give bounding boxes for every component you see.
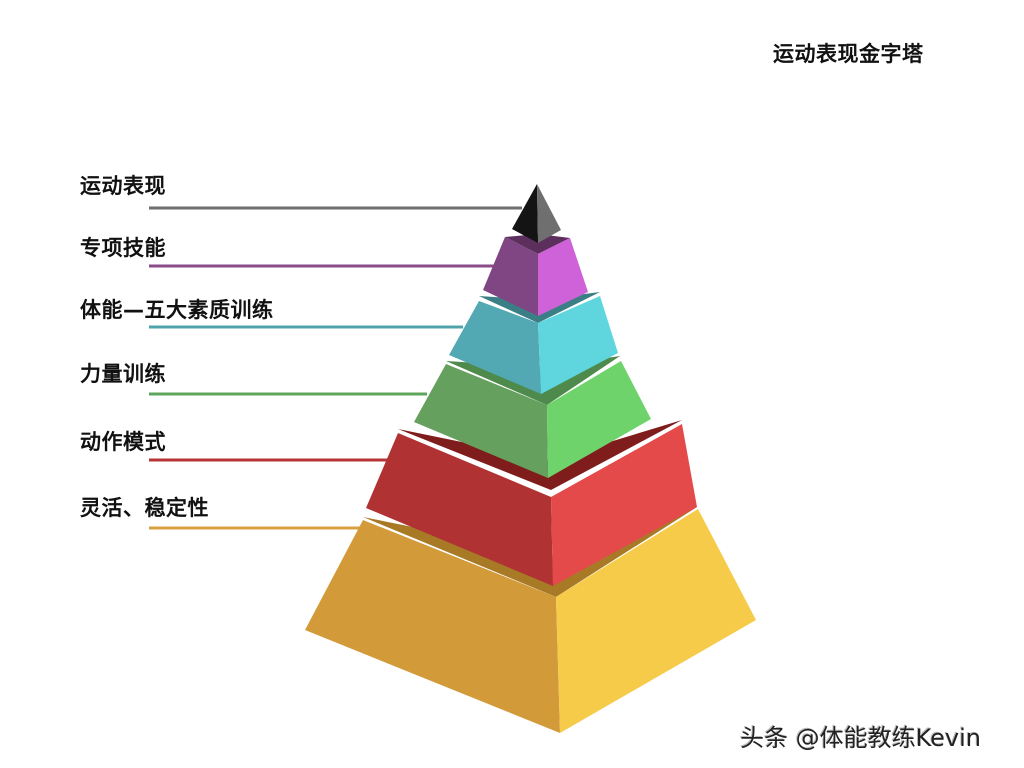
- tier-athletic-performance-apex: [512, 184, 561, 243]
- tier-left-face: [305, 520, 560, 733]
- tier-right-face: [547, 361, 651, 478]
- tier-right-face: [538, 238, 588, 316]
- pyramid-title: 运动表现金字塔: [773, 42, 924, 66]
- tier-left-face: [512, 184, 538, 243]
- tier-right-face: [538, 296, 618, 394]
- tier-left-face: [366, 433, 553, 586]
- tier-top-face: [398, 420, 682, 490]
- tier-right-face: [551, 424, 697, 586]
- tier-left-face: [483, 237, 538, 316]
- label-athletic-performance: 运动表现: [80, 174, 166, 198]
- tier-movement-patterns: [366, 420, 697, 586]
- tier-top-face: [505, 234, 570, 254]
- label-flexibility-stability: 灵活、稳定性: [80, 496, 209, 520]
- watermark: 头条 @体能教练Kevin: [740, 724, 982, 752]
- leader-lines: [149, 206, 522, 530]
- label-sport-skills: 专项技能: [80, 236, 166, 260]
- label-physical-fitness: 体能—五大素质训练: [80, 298, 274, 322]
- label-strength-training: 力量训练: [80, 362, 166, 386]
- tier-right-face: [537, 184, 561, 243]
- label-movement-patterns: 动作模式: [80, 430, 166, 454]
- tier-right-face: [556, 509, 756, 733]
- tier-sport-skills: [483, 234, 588, 316]
- tier-left-face: [414, 364, 548, 478]
- tier-left-face: [449, 301, 541, 394]
